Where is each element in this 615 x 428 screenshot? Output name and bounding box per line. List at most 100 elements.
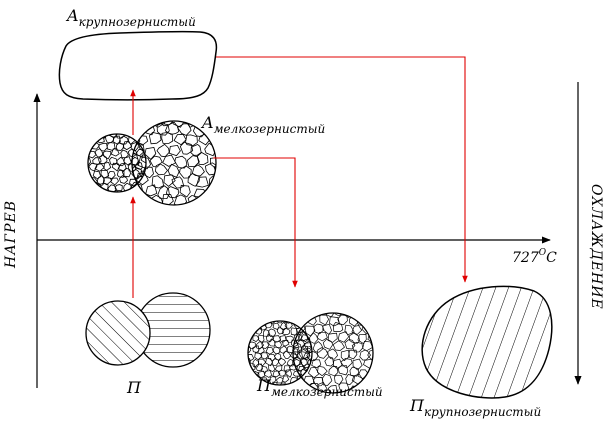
grain-cell (322, 373, 333, 386)
grain-cell (252, 335, 260, 343)
grain-cell (214, 104, 228, 115)
grain-cell (112, 189, 123, 192)
grain-cell (351, 325, 363, 335)
grain-cell (340, 349, 350, 362)
grain-cell (136, 122, 144, 130)
grain-cell (121, 209, 132, 220)
grain-cell (267, 328, 276, 337)
grain-cell (309, 332, 319, 344)
grain-cell (258, 335, 265, 343)
label-austenite-fine: Aмелкозернистый (200, 113, 325, 136)
grain-cell (76, 156, 84, 164)
grain-cell (118, 191, 128, 192)
grain-cell (307, 367, 320, 379)
grain-cell (238, 369, 245, 376)
grain-cell (380, 332, 388, 342)
grain-cell (347, 300, 356, 309)
grain-cell (286, 358, 295, 367)
grain-cell (286, 310, 294, 317)
grain-cell (285, 335, 295, 343)
grain-cell (151, 121, 166, 128)
grain-cell (257, 346, 265, 355)
grain-cell (222, 195, 234, 207)
grain-cell (276, 327, 285, 335)
grain-cell (255, 341, 265, 350)
grain-cell (318, 367, 325, 374)
grain-cell (309, 310, 315, 316)
grain-cell (196, 152, 209, 166)
grain-cell (248, 370, 253, 379)
grain-cell (80, 123, 87, 130)
grain-cell (369, 366, 373, 377)
grain-cell (163, 174, 176, 187)
grain-cell (111, 162, 120, 172)
grain-cell (156, 123, 170, 136)
grain-cell (136, 172, 149, 186)
grain-cell (179, 184, 191, 198)
grain-cell (248, 363, 250, 372)
grain-cell (88, 135, 97, 144)
grain-cell (279, 335, 287, 343)
grain-cell (102, 150, 112, 160)
grain-cell (300, 345, 309, 353)
grain-cell (248, 323, 252, 331)
label-heating: НАГРЕВ (3, 200, 19, 269)
grain-cell (273, 353, 282, 361)
grain-cell (368, 315, 373, 327)
grain-cell (299, 358, 308, 366)
grain-cell (88, 134, 89, 145)
grain-cell (345, 373, 356, 386)
grain-cell (195, 176, 209, 188)
grain-cell (328, 297, 338, 307)
grain-cell (119, 175, 128, 184)
grain-cell (306, 350, 319, 361)
grain-cell (121, 167, 131, 178)
grain-cell (132, 121, 138, 127)
grain-cell (283, 351, 292, 359)
grain-cell (286, 297, 297, 306)
grain-cell (105, 122, 113, 130)
grain-cell (167, 163, 180, 178)
grain-cell (319, 314, 329, 326)
grain-cell (239, 345, 246, 353)
grain-cell (252, 321, 260, 330)
grain-cell (294, 333, 302, 341)
grain-cell (327, 385, 338, 393)
grain-cell (77, 131, 85, 138)
grain-cell (132, 166, 144, 180)
grain-cell (112, 135, 121, 145)
grain-cell (356, 316, 369, 327)
grain-cell (213, 161, 216, 176)
grain-cell (182, 208, 193, 220)
grain-cell (77, 185, 84, 192)
grain-cell (168, 144, 181, 157)
grain-cell (173, 133, 187, 146)
grain-cell (98, 142, 108, 152)
grain-cell (263, 329, 271, 337)
grain-cell (318, 298, 327, 307)
grain-cell (264, 370, 273, 378)
grain-cell (248, 381, 251, 385)
grain-cell (221, 174, 232, 186)
grain-cell (324, 356, 334, 367)
grain-cell (384, 390, 394, 401)
grain-cell (261, 352, 269, 360)
grain-cell (282, 375, 290, 383)
grain-cell (293, 313, 294, 316)
grain-cell (282, 339, 290, 347)
label-pearlite: П (126, 378, 142, 397)
grain-cell (205, 204, 216, 205)
grain-cell (378, 350, 388, 360)
grain-cell (374, 342, 383, 351)
grain-cell (261, 341, 270, 349)
grain-cell (137, 121, 151, 126)
grain-cell (211, 136, 216, 150)
grain-cell (136, 191, 145, 192)
grain-cell (344, 324, 355, 336)
grain-cell (277, 369, 286, 377)
grain-cell (72, 135, 80, 144)
grain-cell (88, 191, 98, 192)
grain-cell (293, 313, 304, 317)
grain-cell (298, 331, 309, 342)
